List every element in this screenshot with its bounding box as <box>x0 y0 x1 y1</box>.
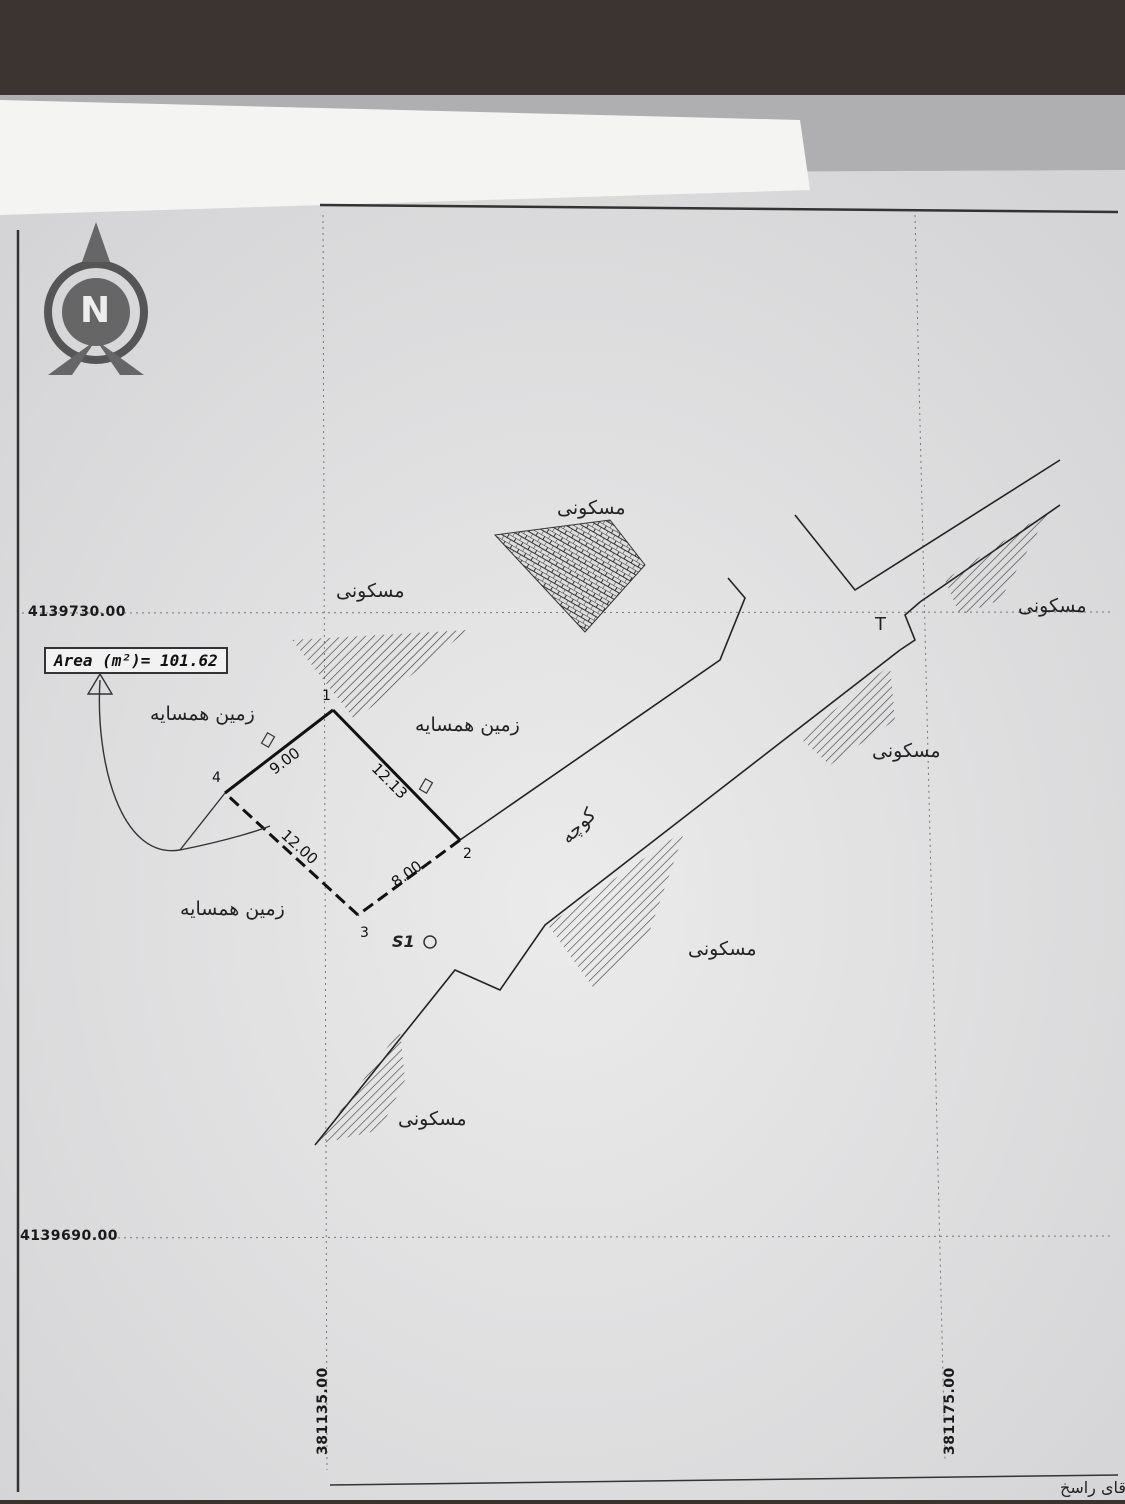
alley-north-edge <box>459 577 746 841</box>
residential-label: مسکونی <box>1018 595 1087 617</box>
coord-x-left: 381135.00 <box>315 1367 331 1455</box>
coord-y-top: 4139730.00 <box>28 604 126 620</box>
vertex-4: 4 <box>212 770 221 786</box>
station-icon <box>423 935 437 949</box>
area-leader-line <box>98 679 271 852</box>
residential-label: مسکونی <box>688 938 757 960</box>
parcel-boundary <box>223 708 462 917</box>
residential-brick <box>493 519 646 633</box>
station-label: S1 <box>392 932 415 951</box>
neighbor-land-label: زمین همسایه <box>415 714 520 736</box>
neighbor-land-label: زمین همسایه <box>150 703 255 725</box>
footer-owner-text: آقای راسخ <box>1060 1478 1125 1497</box>
marker-icon <box>260 731 276 749</box>
residential-label: مسکونی <box>336 580 405 602</box>
residential-hatch-3 <box>800 665 895 765</box>
north-letter: N <box>80 290 111 331</box>
residential-label: مسکونی <box>872 740 941 762</box>
north-arrow-icon <box>44 222 148 375</box>
junction-mark: T <box>875 614 886 635</box>
arrow-head-icon <box>86 672 114 695</box>
marker-icon <box>418 777 434 795</box>
vertex-2: 2 <box>463 846 472 862</box>
residential-hatch-4 <box>548 830 685 990</box>
residential-hatch-1 <box>292 630 468 720</box>
vertex-3: 3 <box>360 925 369 941</box>
grid-line-y-top <box>21 611 1111 614</box>
residential-label: مسکونی <box>557 497 626 519</box>
vertex-1: 1 <box>322 688 331 704</box>
grid-line-y-bottom <box>21 1235 1111 1239</box>
coord-y-bottom: 4139690.00 <box>20 1228 118 1244</box>
area-label: Area (m²)= 101.62 <box>44 647 228 674</box>
neighbor-land-label: زمین همسایه <box>180 898 285 920</box>
alley-south-edge <box>314 649 901 1146</box>
frame-top <box>319 203 1119 214</box>
paper-strip <box>0 100 810 215</box>
residential-hatch-2 <box>945 510 1050 615</box>
residential-label: مسکونی <box>398 1108 467 1130</box>
paper-sheet <box>0 170 1125 1500</box>
residential-hatch-5 <box>315 1030 405 1145</box>
grid-line-x-left <box>322 214 328 1471</box>
frame-bottom <box>329 1474 1119 1486</box>
coord-x-right: 381175.00 <box>942 1367 958 1455</box>
street-north-edge <box>794 459 1061 592</box>
